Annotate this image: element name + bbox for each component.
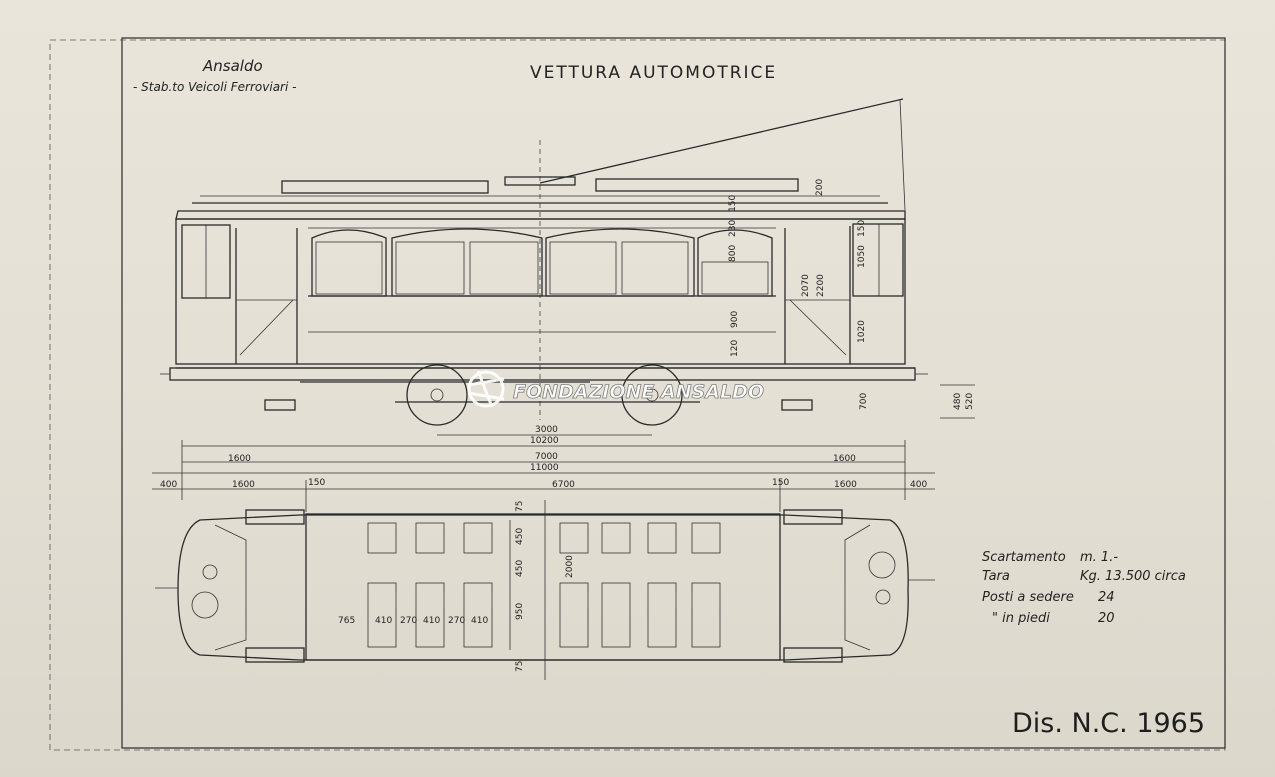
svg-text:400: 400 xyxy=(910,480,927,490)
svg-text:410: 410 xyxy=(375,616,392,626)
svg-text:410: 410 xyxy=(471,616,488,626)
inner-border xyxy=(121,37,1226,749)
svg-text:75: 75 xyxy=(515,661,525,672)
svg-text:10200: 10200 xyxy=(530,436,559,446)
saloon-windows xyxy=(311,228,773,297)
height-dimensions: 200 150 230 800 150 1050 2070 2200 1020 … xyxy=(728,179,975,419)
spec-label: Scartamento xyxy=(982,550,1066,565)
svg-text:450: 450 xyxy=(515,528,525,545)
svg-text:150: 150 xyxy=(857,220,867,237)
svg-text:480: 480 xyxy=(953,393,963,410)
plan-view xyxy=(155,500,935,680)
svg-text:120: 120 xyxy=(730,340,740,357)
svg-text:75: 75 xyxy=(515,501,525,512)
maker-division: - Stab.to Veicoli Ferroviari - xyxy=(133,80,296,94)
svg-text:11000: 11000 xyxy=(530,463,559,473)
maker-name: Ansaldo xyxy=(202,57,263,75)
svg-text:6700: 6700 xyxy=(552,480,575,490)
side-elevation xyxy=(160,98,928,426)
wheel-front xyxy=(406,364,468,426)
svg-text:1600: 1600 xyxy=(833,454,856,464)
wheel-rear xyxy=(621,364,683,426)
page-title: VETTURA AUTOMOTRICE xyxy=(530,63,777,83)
svg-text:270: 270 xyxy=(448,616,465,626)
svg-text:150: 150 xyxy=(308,478,325,488)
spec-value: 20 xyxy=(1098,611,1115,626)
svg-text:2070: 2070 xyxy=(801,274,811,297)
svg-text:765: 765 xyxy=(338,616,355,626)
svg-text:1600: 1600 xyxy=(228,454,251,464)
svg-text:1050: 1050 xyxy=(857,245,867,268)
svg-text:800: 800 xyxy=(728,245,738,262)
svg-text:1600: 1600 xyxy=(834,480,857,490)
spec-label: Posti a sedere xyxy=(982,590,1074,605)
svg-text:200: 200 xyxy=(815,179,825,196)
svg-text:2200: 2200 xyxy=(816,274,826,297)
watermark: FONDAZIONE ANSALDO xyxy=(467,370,764,408)
svg-text:520: 520 xyxy=(965,393,975,410)
spec-label: Tara xyxy=(982,569,1010,584)
spec-value: m. 1.- xyxy=(1080,550,1118,565)
plan-dimensions: 75 450 2000 450 950 75 765 410 270 410 2… xyxy=(338,501,575,672)
longitudinal-dimensions: 3000 10200 7000 1600 1600 11000 400 1600… xyxy=(152,425,935,512)
svg-text:950: 950 xyxy=(515,603,525,620)
svg-text:700: 700 xyxy=(859,393,869,410)
svg-text:900: 900 xyxy=(730,311,740,328)
svg-text:7000: 7000 xyxy=(535,452,558,462)
svg-text:450: 450 xyxy=(515,560,525,577)
spec-label: " in piedi xyxy=(992,611,1050,626)
watermark-text: FONDAZIONE ANSALDO xyxy=(513,381,764,403)
svg-text:230: 230 xyxy=(728,220,738,237)
spec-value: Kg. 13.500 circa xyxy=(1080,569,1186,584)
spec-value: 24 xyxy=(1098,590,1115,605)
svg-text:3000: 3000 xyxy=(535,425,558,435)
svg-text:410: 410 xyxy=(423,616,440,626)
svg-text:150: 150 xyxy=(728,195,738,212)
svg-text:1600: 1600 xyxy=(232,480,255,490)
watermark-logo-icon xyxy=(467,370,505,408)
drawing-number: Dis. N.C. 1965 xyxy=(1012,708,1205,739)
svg-text:1020: 1020 xyxy=(857,320,867,343)
svg-text:270: 270 xyxy=(400,616,417,626)
specifications: Scartamento m. 1.- Tara Kg. 13.500 circa… xyxy=(982,550,1186,626)
svg-text:150: 150 xyxy=(772,478,789,488)
svg-text:2000: 2000 xyxy=(565,555,575,578)
svg-text:400: 400 xyxy=(160,480,177,490)
